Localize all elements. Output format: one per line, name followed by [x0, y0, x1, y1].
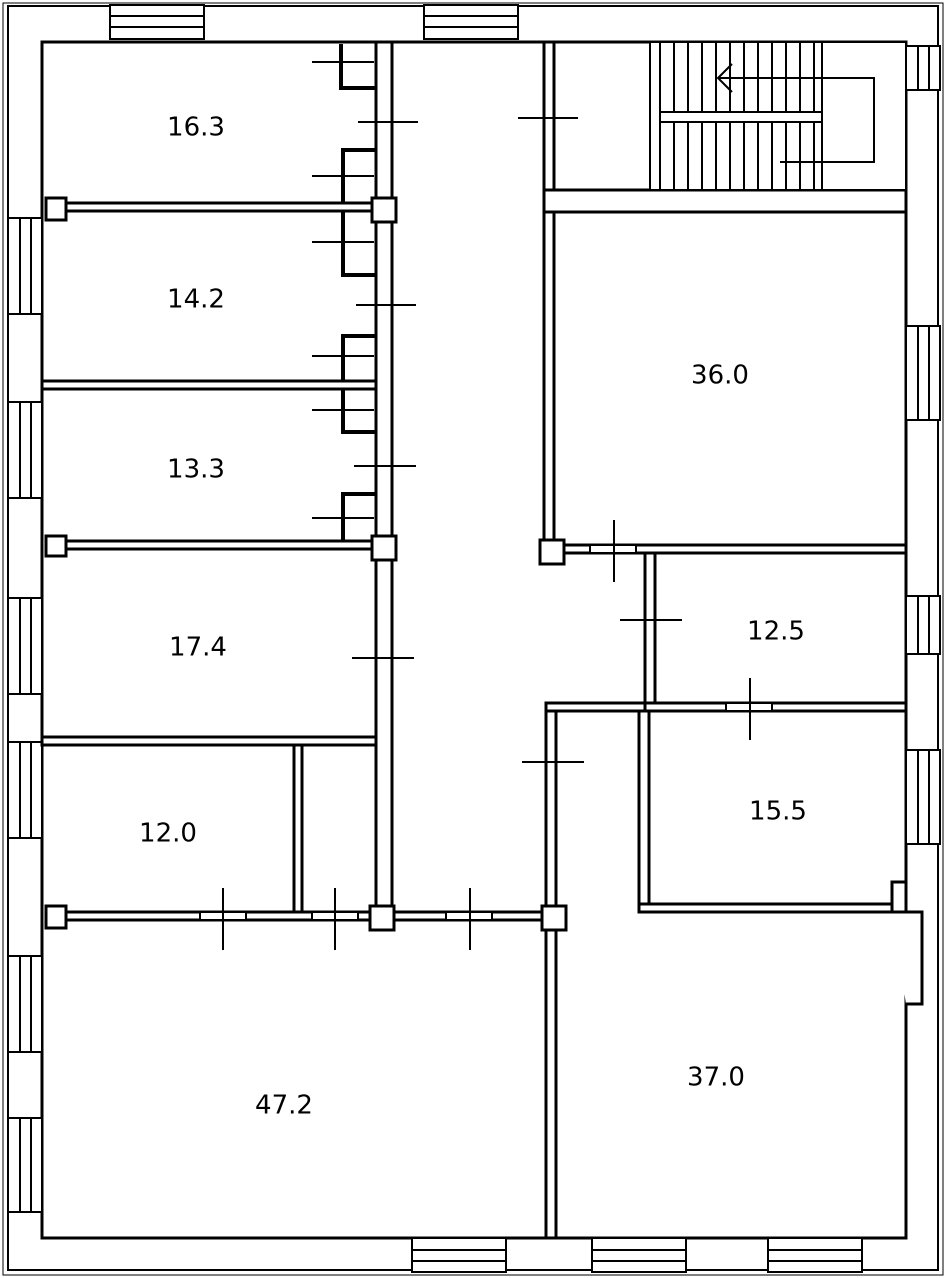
- wall-12-5-15-5: [643, 701, 908, 713]
- column: [538, 538, 566, 566]
- column: [44, 196, 68, 222]
- closet-bracket: [341, 148, 376, 203]
- wall-notch-lower: [892, 910, 924, 1006]
- wall-corridor-left: [374, 40, 394, 920]
- wall-notch: [890, 880, 906, 912]
- window-right-4: [905, 749, 941, 845]
- wall-left-13-17: [60, 539, 378, 551]
- window-top-2: [423, 4, 519, 40]
- room-area-label: 47.2: [255, 1091, 313, 1121]
- room-labels: 16.3 14.2 13.3 17.4 12.0 47.2 36.0 12.5 …: [139, 113, 807, 1121]
- wall-36-left: [542, 210, 556, 548]
- wall-corridor-right-low: [544, 701, 648, 713]
- stair-run-line: [718, 77, 875, 163]
- stair-well: [659, 111, 823, 123]
- wall-corridor-right-top: [542, 40, 556, 192]
- stair-landing: [821, 41, 907, 191]
- window-left-1: [7, 217, 43, 315]
- column: [368, 904, 396, 932]
- columns: [44, 196, 568, 932]
- interior-outline: [40, 40, 908, 1240]
- window-left-6: [7, 1117, 43, 1213]
- staircase: [649, 41, 907, 191]
- wall-left-16-14: [60, 201, 378, 213]
- room-area-label: 36.0: [691, 361, 749, 391]
- wall-15-5-left: [637, 709, 651, 914]
- closet-brackets: [339, 44, 376, 541]
- room-area-label: 16.3: [167, 113, 225, 143]
- window-left-3: [7, 597, 43, 695]
- window-left-4: [7, 741, 43, 839]
- room-area-label: 37.0: [687, 1063, 745, 1093]
- room-area-label: 12.5: [747, 617, 805, 647]
- column: [370, 196, 398, 224]
- column: [44, 904, 68, 930]
- wall-37-left: [544, 709, 558, 1240]
- room-area-label: 13.3: [167, 455, 225, 485]
- windows: [7, 4, 941, 1273]
- column: [540, 904, 568, 932]
- wall-stair-bottom: [542, 188, 908, 214]
- window-right-2: [905, 325, 941, 421]
- window-bottom-1: [411, 1237, 507, 1273]
- room-area-label: 15.5: [749, 797, 807, 827]
- room-area-label: 17.4: [169, 633, 227, 663]
- window-right-3: [905, 595, 941, 655]
- window-bottom-2: [591, 1237, 687, 1273]
- window-right-1: [905, 45, 941, 91]
- closet-bracket: [339, 44, 376, 90]
- wall-12-small: [292, 743, 304, 914]
- stair-arrow-icon: [716, 63, 733, 93]
- closet-bracket: [341, 492, 376, 541]
- window-left-5: [7, 955, 43, 1053]
- window-left-2: [7, 401, 43, 499]
- closet-bracket: [341, 389, 376, 434]
- closet-bracket: [341, 211, 376, 277]
- wall-15-5-bottom: [637, 902, 894, 914]
- wall-left-14-13: [40, 379, 378, 391]
- room-area-label: 14.2: [167, 285, 225, 315]
- column: [370, 534, 398, 562]
- room-area-label: 12.0: [139, 819, 197, 849]
- door-ticks: [222, 61, 751, 950]
- wall-left-17-12: [40, 735, 384, 747]
- closet-bracket: [341, 334, 376, 381]
- column: [44, 534, 68, 558]
- window-top-1: [109, 4, 205, 40]
- window-bottom-3: [767, 1237, 863, 1273]
- wall-12-5-left: [643, 551, 657, 708]
